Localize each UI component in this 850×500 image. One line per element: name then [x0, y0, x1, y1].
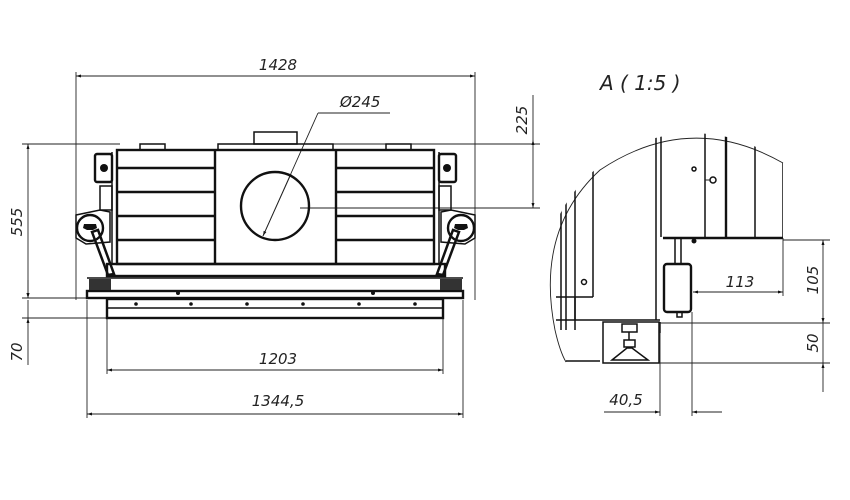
detail-title: A ( 1:5 )	[598, 71, 681, 95]
lower-frame	[105, 262, 447, 278]
base-plate	[85, 289, 465, 300]
label-overall-width: 1428	[259, 56, 297, 74]
label-vertical-upper: 105	[804, 266, 822, 295]
right-bracket	[435, 152, 476, 277]
left-bracket	[75, 152, 116, 277]
label-foot-offset: 40,5	[609, 391, 642, 409]
connector-box	[662, 262, 693, 314]
dim-foot-offset: 40,5	[604, 312, 722, 416]
label-inner-width: 1203	[259, 350, 297, 368]
right-fins	[336, 166, 434, 242]
dim-base-height: 70	[8, 280, 108, 365]
dim-flue-offset: 225	[300, 95, 540, 209]
label-flue-offset: 225	[513, 106, 531, 135]
label-base-height: 70	[8, 342, 26, 361]
flue-outlet-circle	[239, 170, 311, 242]
dim-flue-diameter: Ø245	[262, 93, 390, 237]
label-height: 555	[8, 208, 26, 237]
leveling-foot	[609, 347, 651, 361]
label-vertical-lower: 50	[804, 333, 822, 352]
top-flue-collar	[253, 131, 298, 145]
left-spring	[89, 279, 111, 290]
dim-base-width: 1344,5	[86, 300, 464, 418]
dim-vertical-lower: 50	[660, 323, 830, 392]
label-horizontal-offset: 113	[726, 273, 755, 291]
detail-view: A ( 1:5 )	[549, 71, 830, 416]
main-view: 1428 225 555 70	[8, 56, 540, 418]
left-fins	[117, 166, 215, 242]
leveling-foot-bracket	[602, 321, 660, 364]
rail-screws	[134, 302, 417, 306]
leveling-nut	[621, 323, 638, 333]
dim-inner-width: 1203	[106, 318, 444, 374]
label-base-width: 1344,5	[252, 392, 305, 410]
detail-boundary	[549, 137, 784, 363]
right-spring	[440, 279, 462, 290]
label-flue-diameter: Ø245	[339, 93, 380, 111]
dim-horizontal-offset: 113	[693, 238, 784, 296]
dim-vertical-upper: 105	[660, 239, 830, 324]
dim-overall-width: 1428	[75, 56, 476, 300]
dim-height: 555	[8, 143, 120, 299]
